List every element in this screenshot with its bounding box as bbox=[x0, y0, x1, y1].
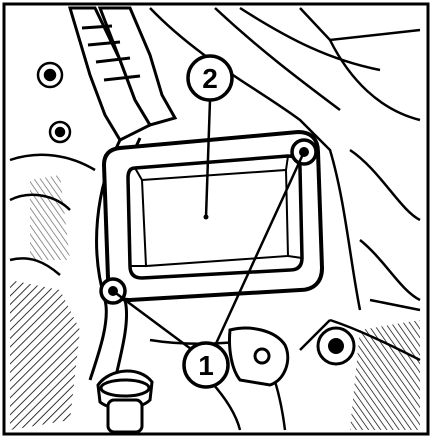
callout-label: 2 bbox=[202, 63, 218, 94]
left-bosses bbox=[36, 61, 72, 144]
callout-label: 1 bbox=[198, 350, 214, 381]
shadow-mid bbox=[30, 175, 70, 260]
leader-line-bolt-upper bbox=[212, 151, 306, 349]
callout-inspection-cover: 2 bbox=[186, 54, 234, 102]
leader-line-cover bbox=[204, 99, 212, 218]
shadow-left bbox=[10, 280, 80, 430]
intake-hose bbox=[67, 6, 178, 142]
right-boss bbox=[316, 326, 356, 366]
inspection-cover bbox=[101, 129, 325, 303]
shadow-right bbox=[350, 320, 420, 430]
leader-line-bolt-lower bbox=[112, 289, 196, 354]
leader-lines bbox=[112, 99, 306, 354]
filler-cap bbox=[96, 369, 154, 434]
callout-mounting-bolts: 1 bbox=[182, 341, 230, 389]
lower-bracket bbox=[228, 326, 290, 387]
